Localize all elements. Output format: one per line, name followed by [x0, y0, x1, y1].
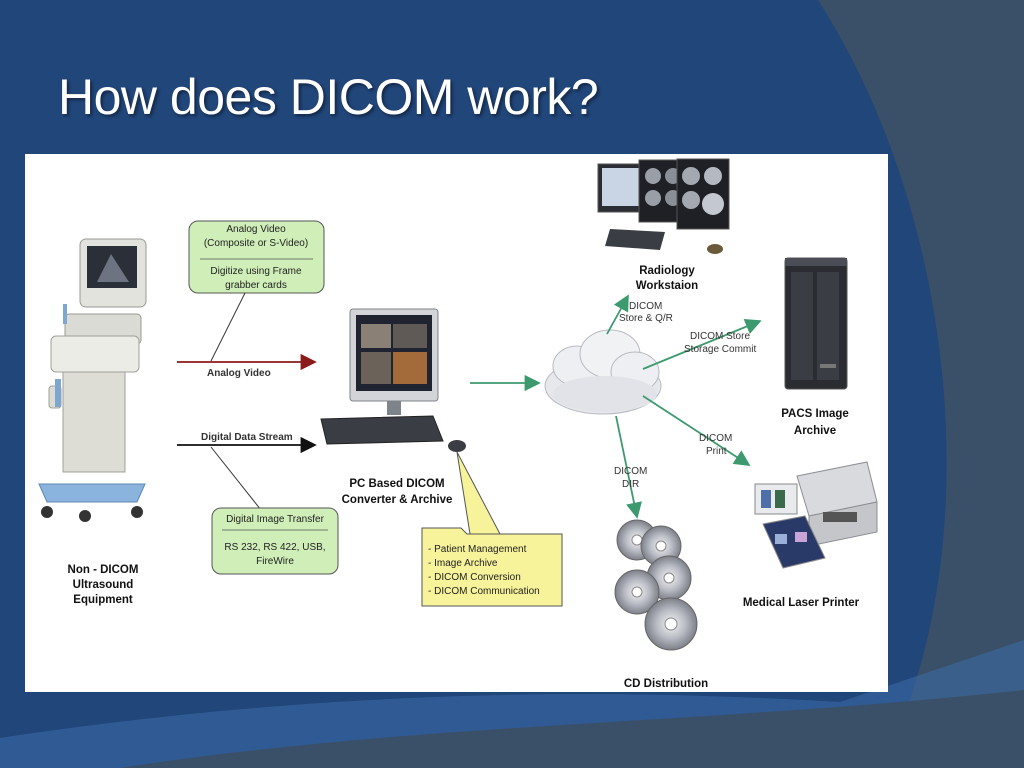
folder-item-4: - DICOM Communication — [428, 586, 540, 597]
dir-label-1: DICOM — [614, 466, 647, 477]
store-qr-arrow — [606, 294, 629, 335]
analog-callout-line-1: Analog Video — [226, 224, 286, 235]
page-title: How does DICOM work? — [58, 69, 599, 125]
folder-item-2: - Image Archive — [428, 558, 498, 569]
digital-callout-line-2: RS 232, RS 422, USB, — [224, 542, 325, 553]
store-commit-label-1: DICOM Store — [690, 331, 750, 342]
print-label-1: DICOM — [699, 433, 732, 444]
dir-label-2: DIR — [622, 479, 639, 490]
pc-label-1: PC Based DICOM — [349, 478, 444, 490]
analog-callout-box — [188, 220, 325, 294]
bottom-band-dark — [120, 690, 1024, 768]
analog-callout-line-4: grabber cards — [225, 280, 287, 291]
workstation-label-2: Workstaion — [636, 280, 698, 292]
digital-stream-label: Digital Data Stream — [201, 432, 293, 443]
analog-video-label: Analog Video — [207, 368, 271, 379]
store-commit-arrow — [642, 318, 762, 370]
folder-callout-box — [421, 527, 563, 607]
workstation-label-1: Radiology — [639, 265, 695, 277]
pacs-label-2: Archive — [794, 425, 836, 437]
ultrasound-label-2: Ultrasound — [73, 579, 134, 591]
laser-printer-icon — [754, 461, 878, 569]
store-commit-label-2: Storage Commit — [684, 344, 756, 355]
radiology-workstation-icon — [597, 158, 730, 254]
store-qr-label-2: Store & Q/R — [619, 313, 673, 324]
network-cloud-icon — [544, 329, 662, 415]
analog-callout-line-3: Digitize using Frame — [210, 266, 302, 277]
ultrasound-label-3: Equipment — [73, 594, 133, 606]
digital-callout-line-3: FireWire — [256, 556, 294, 567]
store-qr-label-1: DICOM — [629, 301, 662, 312]
folder-item-1: - Patient Management — [428, 544, 527, 555]
cd-discs-icon — [614, 519, 698, 651]
ultrasound-machine-icon — [38, 238, 147, 522]
analog-callout-line-2: (Composite or S-Video) — [204, 238, 308, 249]
corner-shape-top-right — [818, 0, 1024, 768]
cd-label-1: CD Distribution — [624, 678, 708, 690]
pacs-server-icon — [784, 257, 848, 390]
pc-computer-icon — [320, 308, 466, 452]
print-arrow — [642, 395, 751, 466]
pc-label-2: Converter & Archive — [342, 494, 453, 506]
folder-item-3: - DICOM Conversion — [428, 572, 521, 583]
pacs-label-1: PACS Image — [781, 408, 849, 420]
ultrasound-label-1: Non - DICOM — [68, 564, 139, 576]
digital-callout-box — [211, 507, 339, 575]
dicom-diagram: Non - DICOM Ultrasound Equipment Analog … — [25, 154, 888, 692]
print-label-2: Print — [706, 446, 727, 457]
digital-callout-line-1: Digital Image Transfer — [226, 514, 324, 525]
printer-label-1: Medical Laser Printer — [743, 597, 860, 609]
dir-arrow — [615, 415, 642, 519]
